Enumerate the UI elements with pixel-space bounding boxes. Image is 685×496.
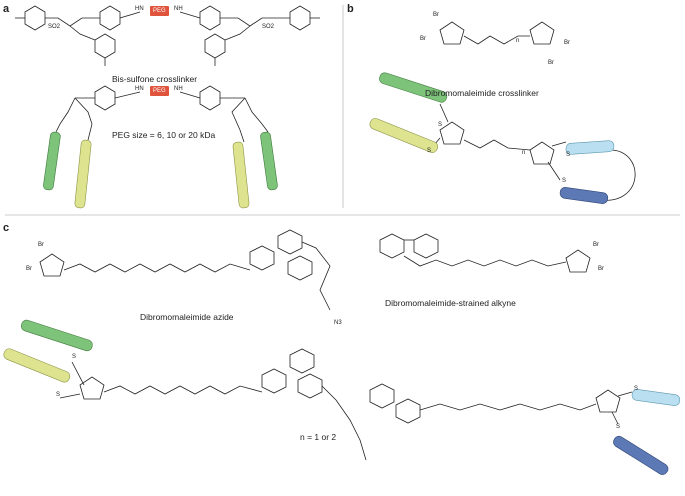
- nh-atom-bottom: NH: [174, 86, 183, 92]
- br-atom-c1: Br: [38, 242, 44, 248]
- hn-atom-bottom: HN: [135, 86, 144, 92]
- n-subscript-b2: n: [522, 150, 526, 156]
- antibody-arm-yellow-b: [369, 118, 439, 153]
- bis-sulfone-conjugate-bottom: [55, 85, 269, 143]
- peg-label-bottom: PEG: [150, 86, 169, 96]
- dibromomaleimide-crosslinker-structure: [439, 21, 555, 45]
- antibody-arm-green-left: [43, 131, 61, 191]
- antibody-arm-green-b: [379, 72, 448, 103]
- dibromomaleimide-strained-alkyne-structure: [379, 233, 591, 273]
- s-atom-b3: S: [566, 152, 571, 158]
- hn-atom-top: HN: [135, 6, 144, 12]
- dibromomaleimide-crosslinker-caption: Dibromomaleimide crosslinker: [425, 88, 539, 98]
- br-atom-b2: Br: [420, 36, 426, 42]
- n3-atom: N3: [334, 320, 342, 326]
- br-atom-b4: Br: [548, 60, 554, 66]
- dibromomaleimide-azide-structure: [39, 229, 331, 311]
- br-atom-b3: Br: [564, 40, 570, 46]
- br-atom-c2: Br: [26, 266, 32, 272]
- s-atom-b2: S: [427, 148, 432, 154]
- panel-c-letter: c: [3, 222, 10, 234]
- s-atom-c2: S: [56, 392, 61, 398]
- antibody-arm-lightblue-c: [631, 389, 681, 406]
- nh-atom-top: NH: [174, 6, 183, 12]
- so2-atom-left: SO2: [48, 24, 61, 30]
- peg-size-caption: PEG size = 6, 10 or 20 kDa: [112, 130, 216, 140]
- antibody-arm-lightblue-b: [565, 140, 615, 155]
- antibody-arm-darkblue-c: [613, 435, 669, 475]
- s-atom-b1: S: [438, 122, 443, 128]
- dibromomaleimide-strained-alkyne-caption: Dibromomaleimide-strained alkyne: [385, 298, 516, 308]
- s-atom-c1: S: [72, 354, 77, 360]
- panel-a-letter: a: [3, 3, 10, 15]
- dibromomaleimide-azide-caption: Dibromomaleimide azide: [140, 312, 234, 322]
- n-equals-caption: n = 1 or 2: [300, 432, 337, 442]
- antibody-arm-yellow-right: [232, 141, 250, 209]
- panel-b-letter: b: [347, 3, 354, 15]
- n-subscript-b1: n: [516, 38, 520, 44]
- br-atom-c4: Br: [598, 266, 604, 272]
- s-atom-c3: S: [634, 386, 639, 392]
- br-atom-c3: Br: [593, 242, 599, 248]
- antibody-arm-green-right: [260, 131, 278, 191]
- antibody-arm-darkblue-b: [559, 187, 609, 204]
- antibody-arm-yellow-c: [3, 348, 71, 383]
- s-atom-c4: S: [616, 424, 621, 430]
- bis-sulfone-structure-top: [15, 5, 320, 66]
- so2-atom-right: SO2: [262, 24, 275, 30]
- antibody-arm-yellow-left: [74, 139, 92, 209]
- s-atom-b4: S: [562, 178, 567, 184]
- peg-label-top: PEG: [150, 6, 169, 16]
- full-conjugate-structure: [59, 348, 633, 461]
- bis-sulfone-caption: Bis-sulfone crosslinker: [112, 74, 198, 84]
- antibody-arm-green-c: [20, 319, 93, 352]
- br-atom-b1: Br: [433, 12, 439, 18]
